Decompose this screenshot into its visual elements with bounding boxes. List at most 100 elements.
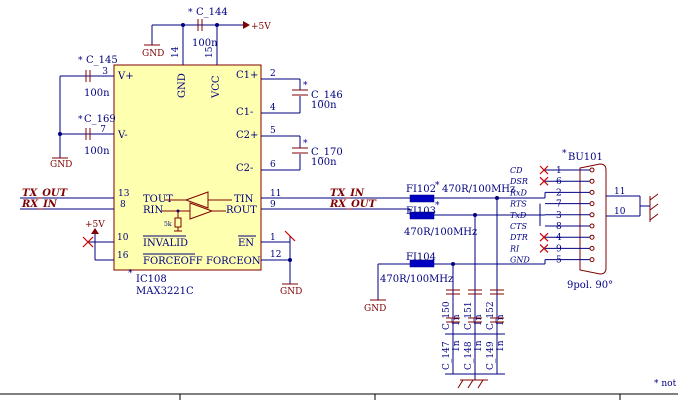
ic-pin-name-forceon: FORCEON: [206, 256, 261, 267]
svg-text:*: *: [78, 56, 83, 66]
svg-text:100n: 100n: [84, 146, 110, 157]
db9-connector: BU101 * 9pol. 90°: [562, 149, 613, 291]
connector-signal-cts: CTS: [510, 222, 527, 231]
connector-pin-socket-1: [589, 167, 595, 173]
shield-pin-11: 11: [614, 187, 625, 197]
no-connect-mark-6: [539, 176, 549, 186]
ic-pin-name-rin: RIN: [143, 205, 163, 216]
svg-text:C_150: C_150: [442, 301, 452, 330]
connector-signal-gnd: GND: [510, 256, 530, 265]
ic-pin-num-12: 12: [270, 250, 281, 260]
ic-pin-num-15: 15: [205, 46, 215, 58]
connector-signal-dsr: DSR: [509, 177, 528, 186]
ic-pin-num-14: 14: [171, 46, 181, 58]
svg-text:1n: 1n: [496, 340, 506, 352]
ferrite-fi102: FI102 * 470R/100MHz: [406, 181, 515, 203]
shield-pin-10: 10: [614, 207, 626, 217]
net-tx-out: TX_OUT: [22, 188, 69, 199]
filter-caps-lower: C_147 C_148 C_149 1n 1n 1n: [442, 317, 506, 370]
connector-pin-socket-5: [589, 257, 595, 263]
gnd-symbol-ic: GND: [280, 283, 302, 297]
svg-text:C_145: C_145: [86, 55, 118, 66]
svg-text:100n: 100n: [311, 100, 337, 111]
connector-signal-dtr: DTR: [509, 233, 528, 242]
svg-text:C_149: C_149: [486, 341, 496, 370]
svg-text:C_170: C_170: [311, 147, 343, 158]
svg-text:470R/100MHz: 470R/100MHz: [404, 227, 477, 238]
connector-signal-rts: RTS: [509, 200, 527, 209]
cap-c169: C_169 * 100n: [78, 114, 116, 157]
svg-text:1n: 1n: [496, 314, 506, 326]
ic-pin-name-vplus: V+: [117, 71, 134, 82]
svg-text:100n: 100n: [311, 157, 337, 168]
svg-text:C_146: C_146: [311, 90, 343, 101]
connector-pin-num-7: 7: [556, 200, 562, 210]
net-rx-in: RX_IN: [21, 199, 58, 210]
ic-pin-name-forceoff: FORCEOFF: [143, 256, 203, 267]
connector-pin-num-2: 2: [556, 188, 562, 198]
ferrite-fi104: FI104 470R/100MHz: [380, 252, 453, 285]
ic-pin-num-2: 2: [270, 69, 276, 79]
ic-pin-name-en: EN: [238, 238, 254, 249]
svg-text:470R/100MHz: 470R/100MHz: [442, 184, 515, 195]
ic-pin-name-vcc: VCC: [211, 75, 222, 99]
connector-pin-socket-3: [589, 212, 595, 218]
net-tx-in: TX_IN: [330, 188, 365, 199]
cap-c145: C_145 * 100n: [78, 55, 118, 99]
ic-pin-name-c2plus: C2+: [236, 130, 258, 141]
svg-text:100n: 100n: [84, 88, 110, 99]
ic-pin-num-5: 5: [270, 126, 276, 136]
ic-designator: IC108: [136, 274, 167, 285]
ic-pin-num-8: 8: [120, 200, 126, 210]
svg-text:GND: GND: [364, 304, 386, 314]
ic-part-number: MAX3221C: [136, 286, 194, 297]
connector-description: 9pol. 90°: [567, 280, 613, 291]
svg-text:*: *: [303, 81, 308, 91]
svg-text:*: *: [303, 139, 308, 149]
svg-text:GND: GND: [280, 287, 302, 297]
cap-c144: C_144 * 100n: [188, 7, 228, 49]
ic-pin-name-c1minus: C1-: [236, 107, 253, 118]
net-rx-out: RX_OUT: [329, 199, 378, 210]
ic-pin-num-11: 11: [270, 189, 281, 199]
svg-text:+5V: +5V: [85, 220, 105, 230]
ic-pin-num-3: 3: [102, 67, 108, 77]
footer-note: * not: [654, 379, 677, 389]
connector-designator: BU101: [568, 152, 603, 163]
svg-text:1n: 1n: [474, 314, 484, 326]
svg-text:*: *: [435, 181, 440, 191]
gnd-symbol-top: GND: [142, 25, 164, 59]
svg-text:470R/100MHz: 470R/100MHz: [380, 274, 453, 285]
connector-signal-ri: RI: [509, 244, 520, 253]
connector-pin-socket-6: [589, 178, 595, 184]
ic-pin-name-rout: ROUT: [226, 205, 257, 216]
svg-text:*: *: [562, 149, 567, 159]
no-connect-mark-1: [539, 165, 549, 175]
svg-text:1n: 1n: [474, 340, 484, 352]
no-connect-mark-4: [539, 232, 549, 242]
svg-text:1n: 1n: [452, 314, 462, 326]
ic-body: V+ V- TOUT RIN INVALID FORCEOFF C1+ C1- …: [113, 64, 262, 271]
svg-text:C_148: C_148: [464, 341, 474, 370]
ic-pin-name-c2minus: C2-: [236, 163, 253, 174]
gnd-symbol-left: GND: [50, 157, 72, 170]
chassis-ground-right: [640, 193, 659, 222]
svg-text:FI102: FI102: [406, 184, 436, 195]
ic-pin-num-1: 1: [270, 233, 276, 243]
connector-signal-rxd: RxD: [509, 188, 528, 197]
svg-text:C_169: C_169: [84, 114, 116, 125]
svg-text:+5V: +5V: [251, 22, 271, 32]
svg-text:FI103: FI103: [406, 206, 436, 217]
cap-c170: C_170 * 100n: [292, 139, 343, 168]
connector-pin-num-3: 3: [556, 211, 562, 221]
svg-text:*: *: [435, 201, 440, 211]
ic-pin-name-tin: TIN: [234, 194, 254, 205]
cap-c146: C_146 * 100n: [292, 81, 343, 111]
ferrite-fi103: FI103 * 470R/100MHz: [404, 201, 477, 238]
ic-marker: *: [128, 269, 133, 279]
connector-pin-num-8: 8: [556, 222, 562, 232]
vcc-symbol-left: +5V: [85, 220, 105, 234]
svg-text:FI104: FI104: [406, 252, 436, 263]
svg-text:C_152: C_152: [486, 301, 496, 330]
svg-text:C_147: C_147: [442, 341, 452, 370]
